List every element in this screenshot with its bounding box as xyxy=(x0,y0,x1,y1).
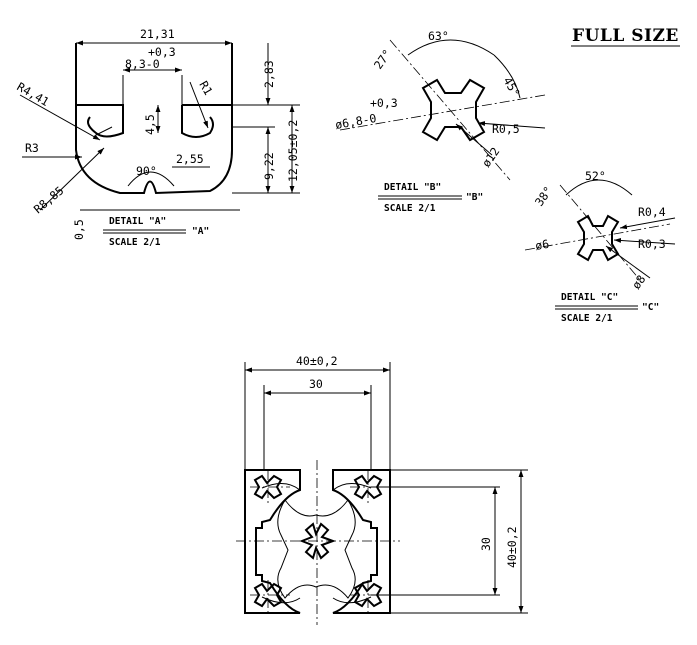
main-profile: 40±0,2 30 30 40±0,2 xyxy=(236,354,528,625)
dim-slot-tol: +0,3 xyxy=(148,45,176,59)
detail-c-ref: "C" xyxy=(642,302,659,313)
detail-a-ref: "A" xyxy=(192,226,209,237)
detail-a: 21,31 +0,3 8,3-0 R4,41 R1 R3 R8,85 4,5 9… xyxy=(15,27,300,248)
dim-45: 4,5 xyxy=(143,114,157,135)
dim-r1: R1 xyxy=(196,79,215,98)
detail-b-profile xyxy=(421,78,486,142)
dim-height-inner: 30 xyxy=(479,537,493,551)
dim-283: 2,83 xyxy=(262,60,276,88)
detail-c: 52° 38° R0,4 ø6 R0,3 ø8 DETAIL "C" SCALE… xyxy=(524,169,676,324)
detail-a-title: DETAIL "A" xyxy=(109,216,166,227)
dim-r3: R3 xyxy=(25,141,39,155)
detail-b-scale: SCALE 2/1 xyxy=(384,203,436,214)
detail-c-scale: SCALE 2/1 xyxy=(561,313,613,324)
dim-r03: R0,3 xyxy=(638,237,666,251)
dim-tol-b: +0,3 xyxy=(370,96,398,110)
detail-c-profile xyxy=(576,214,620,262)
dim-width: 21,31 xyxy=(140,27,175,41)
dim-dia8: ø8 xyxy=(629,272,648,291)
dim-r441: R4,41 xyxy=(15,79,52,108)
detail-a-profile xyxy=(75,43,233,195)
detail-b: 63° 27° 45° +0,3 ø6,8-0 R0,5 ø12 DETAIL … xyxy=(334,29,546,214)
scale-note: FULL SIZE xyxy=(571,26,680,47)
dim-r05: R0,5 xyxy=(492,122,520,136)
dim-slot: 8,3-0 xyxy=(125,57,160,71)
dim-255: 2,55 xyxy=(176,152,204,166)
detail-a-scale: SCALE 2/1 xyxy=(109,237,161,248)
dim-angle52: 52° xyxy=(585,169,606,183)
dim-height-total: 40±0,2 xyxy=(505,526,519,568)
detail-b-title: DETAIL "B" xyxy=(384,182,441,193)
centre-core xyxy=(299,522,336,560)
dim-dia-b: ø6,8-0 xyxy=(334,111,377,132)
dim-05: 0,5 xyxy=(72,219,86,240)
detail-c-title: DETAIL "C" xyxy=(561,292,618,303)
dim-angle90: 90° xyxy=(136,164,157,178)
dim-1205: 12,05±0,2 xyxy=(286,120,300,182)
dim-922: 9,22 xyxy=(262,152,276,180)
dim-r885: R8,85 xyxy=(31,183,67,216)
full-size-label: FULL SIZE xyxy=(572,26,679,46)
dim-angle63: 63° xyxy=(428,29,449,43)
dim-dia12: ø12 xyxy=(479,145,502,170)
dim-width-inner: 30 xyxy=(309,377,323,391)
dim-angle27: 27° xyxy=(371,47,394,72)
dim-width-total: 40±0,2 xyxy=(296,354,338,368)
dim-dia6: ø6 xyxy=(534,237,550,253)
dim-r04: R0,4 xyxy=(638,205,666,219)
detail-b-ref: "B" xyxy=(466,192,483,203)
profile-outline xyxy=(244,469,391,614)
dim-angle38: 38° xyxy=(532,184,555,209)
